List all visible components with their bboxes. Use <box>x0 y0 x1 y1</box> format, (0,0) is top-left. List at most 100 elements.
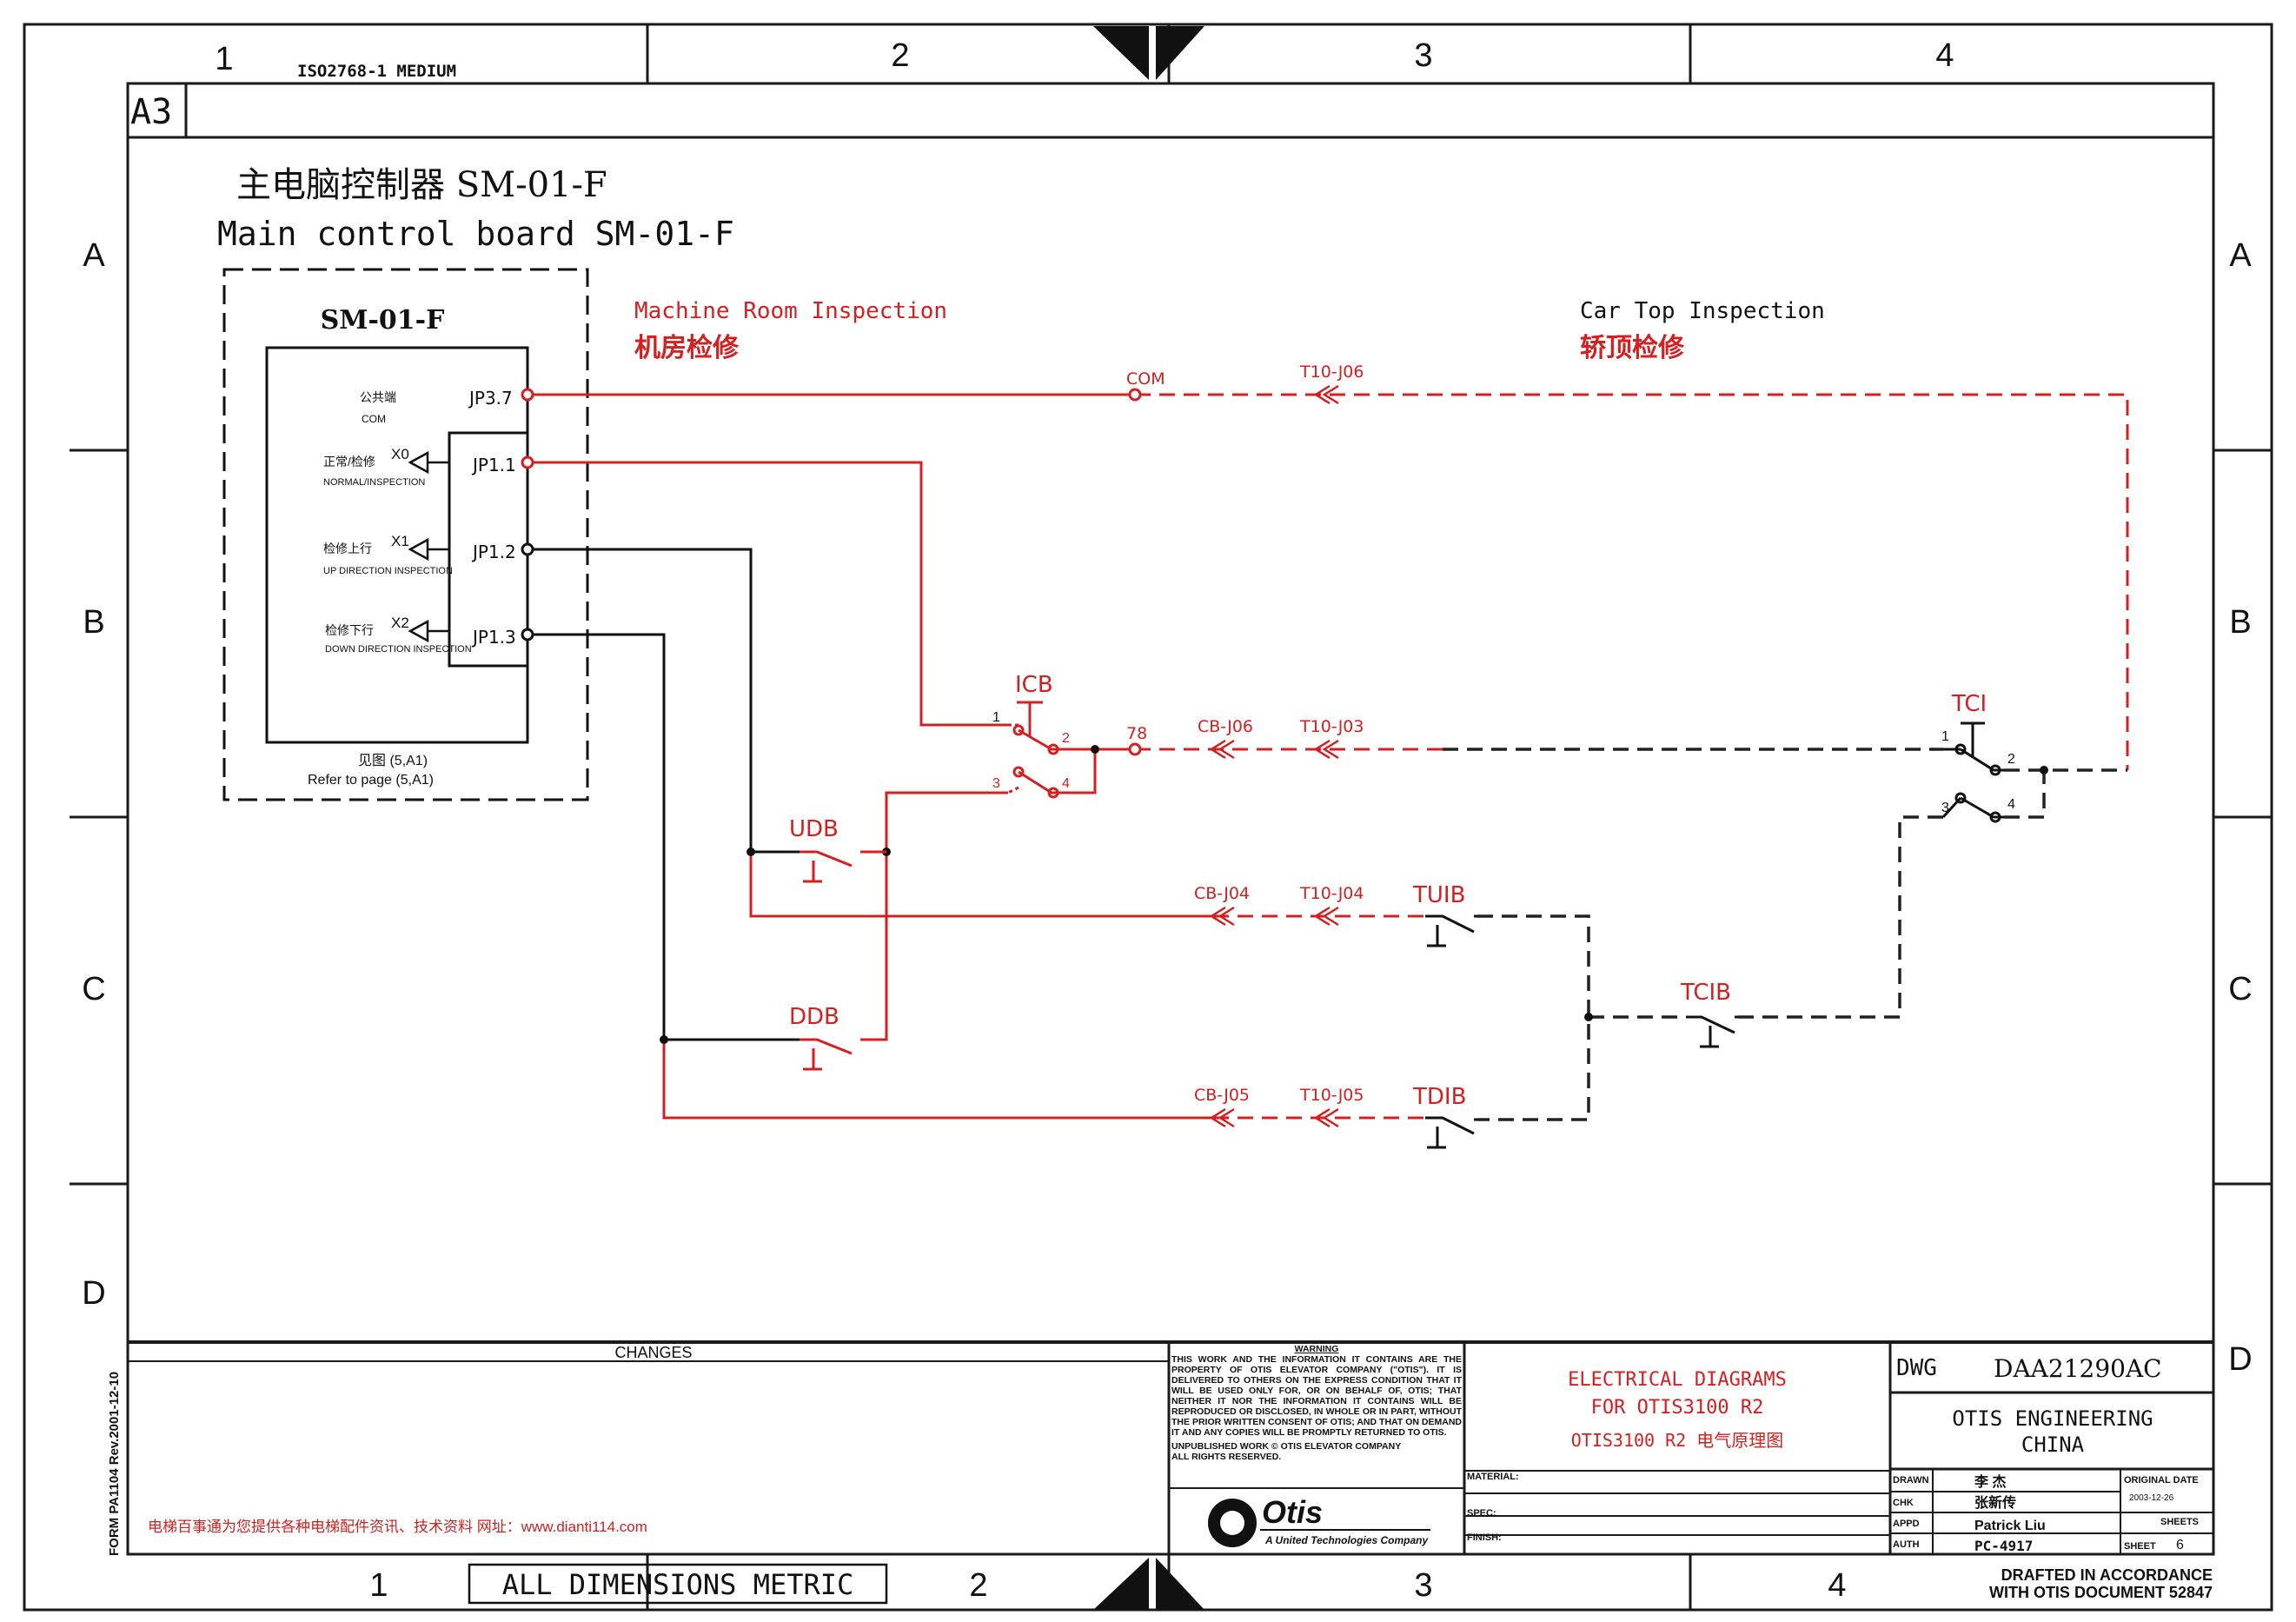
chk-label: CHK <box>1893 1498 1914 1508</box>
material-label: MATERIAL: <box>1467 1472 1519 1482</box>
jp1-2-to-tuib-wire <box>749 852 1213 918</box>
udb-button: UDB <box>789 816 886 883</box>
drawn-label: DRAWN <box>1893 1475 1929 1486</box>
terminal-com <box>1128 388 1142 402</box>
label-cb-j04: CB-J04 <box>1194 884 1250 903</box>
sheets-label: SHEETS <box>2160 1517 2199 1527</box>
icb-label: ICB <box>1015 672 1053 698</box>
finish-label: FINISH: <box>1467 1532 1502 1543</box>
plug-t10-j04 <box>1313 906 1339 927</box>
plug-cb-j05 <box>1209 1107 1235 1128</box>
diagram-title-line1: ELECTRICAL DIAGRAMS <box>1568 1369 1787 1391</box>
tci-contact-2: 2 <box>2007 752 2015 767</box>
plug-t10-j03 <box>1313 739 1339 760</box>
input-marker-x1 <box>408 537 449 562</box>
dwg-number: DAA21290AC <box>1994 1354 2162 1383</box>
changes-header: CHANGES <box>614 1344 692 1361</box>
pin-x0-signal: X0 <box>391 446 409 462</box>
main-board-block: 主电脑控制器 SM-01-F Main control board SM-01-… <box>217 165 734 801</box>
input-marker-x2 <box>408 619 449 643</box>
tdib-label: TDIB <box>1412 1084 1466 1110</box>
terminal-78 <box>1128 742 1142 756</box>
zone-row-left-A: A <box>83 237 105 274</box>
auth-label: AUTH <box>1893 1539 1920 1550</box>
zone-col-bottom-3: 3 <box>1414 1567 1432 1604</box>
tolerance-note: ISO2768-1 MEDIUM <box>297 62 456 81</box>
tci-contact-1: 1 <box>1941 729 1949 744</box>
rights-reserved: ALL RIGHTS RESERVED. <box>1171 1452 1282 1462</box>
udb-label: UDB <box>789 816 839 842</box>
otis-logo: Otis A United Technologies Company <box>1208 1494 1430 1547</box>
watermark-note: 电梯百事通为您提供各种电梯配件资讯、技术资料 网址：www.dianti114.… <box>148 1519 647 1535</box>
otis-logo-text: Otis <box>1262 1494 1323 1530</box>
icb-contact-3: 3 <box>992 776 1000 791</box>
zone-row-right-A: A <box>2229 237 2252 274</box>
zone-row-left-B: B <box>83 604 104 641</box>
ddb-button: DDB <box>789 1004 886 1071</box>
tci-contact-3: 3 <box>1941 801 1949 815</box>
unpublished-work: UNPUBLISHED WORK © OTIS ELEVATOR COMPANY <box>1171 1441 1402 1452</box>
pin-jp1-2-label: JP1.2 <box>471 542 516 562</box>
com-wire-dashed <box>1135 393 2129 770</box>
pin-x1-desc-cn: 检修上行 <box>323 542 372 555</box>
pin-x2-desc-en: DOWN DIRECTION INSPECTION <box>325 644 472 655</box>
pin-jp3-7-label: JP3.7 <box>468 388 513 409</box>
tuib-button: TUIB <box>1412 882 1477 947</box>
tci-switch: TCI 1 2 3 4 <box>1941 691 2015 823</box>
dwg-label: DWG <box>1896 1355 1937 1381</box>
zone-row-left-D: D <box>82 1275 105 1312</box>
udb-ddb-bus <box>860 852 888 1041</box>
diagram-title-line3: OTIS3100 R2 电气原理图 <box>1571 1430 1784 1451</box>
bottom-centering-mark-right <box>1156 1558 1204 1610</box>
drafted-note-line1: DRAFTED IN ACCORDANCE <box>2001 1566 2213 1584</box>
icb-switch: ICB 1 2 3 4 <box>992 672 1070 799</box>
tuib-plunger <box>1427 925 1446 947</box>
terminal-jp3-7 <box>521 388 534 402</box>
chk-value: 张新传 <box>1974 1494 2016 1511</box>
tdib-button: TDIB <box>1412 1084 1477 1149</box>
zone-row-left-C: C <box>82 971 105 1007</box>
icb-lower-wire <box>1067 749 1097 794</box>
car-top-heading-en: Car Top Inspection <box>1580 298 1825 324</box>
label-t10-j03: T10-J03 <box>1299 717 1364 736</box>
drawing-frame <box>23 23 2273 1612</box>
drafted-note-line2: WITH OTIS DOCUMENT 52847 <box>1989 1584 2213 1601</box>
pin-x2-signal: X2 <box>391 615 409 631</box>
pin-jp1-3-label: JP1.3 <box>471 627 516 648</box>
udb-contact <box>800 850 886 868</box>
jp1-3-to-tdib-wire <box>662 1040 1213 1120</box>
zone-col-bottom-4: 4 <box>1828 1567 1846 1604</box>
company-line1: OTIS ENGINEERING <box>1952 1406 2153 1431</box>
wiring <box>521 388 2129 1121</box>
jp1-3-wire <box>528 633 800 1041</box>
label-t10-j05: T10-J05 <box>1299 1086 1364 1105</box>
pin-com-desc-cn: 公共端 <box>360 390 396 404</box>
sheet-label: SHEET <box>2124 1541 2156 1552</box>
pin-x1-signal: X1 <box>391 533 409 549</box>
udb-plunger <box>803 861 822 883</box>
sheet-size-label: A3 <box>130 92 172 132</box>
label-t10-j06: T10-J06 <box>1299 362 1364 382</box>
pin-x0-desc-cn: 正常/检修 <box>323 455 375 469</box>
board-refer-cn: 见图 (5,A1) <box>358 754 428 768</box>
label-cb-j05: CB-J05 <box>1194 1086 1250 1105</box>
icb-blade-upper <box>1018 728 1067 751</box>
company-line2: CHINA <box>2021 1433 2085 1457</box>
tcib-button: TCIB <box>1680 980 1738 1048</box>
ddb-contact <box>800 1038 886 1055</box>
label-t10-j04: T10-J04 <box>1299 884 1364 903</box>
label-com: COM <box>1126 369 1165 389</box>
diagram-title-line2: FOR OTIS3100 R2 <box>1591 1397 1764 1419</box>
zone-col-top-1: 1 <box>215 41 233 77</box>
machine-room-heading-cn: 机房检修 <box>634 333 740 363</box>
board-refer-en: Refer to page (5,A1) <box>308 773 434 788</box>
car-top-heading-cn: 轿顶检修 <box>1580 333 1685 363</box>
tci-blade-upper <box>1960 748 2004 772</box>
ddb-plunger <box>803 1048 822 1071</box>
ddb-label: DDB <box>789 1004 839 1030</box>
icb-blade-lower <box>1018 770 1067 794</box>
tdib-contact <box>1425 1116 1477 1135</box>
tcib-contact <box>1686 1015 1738 1034</box>
tcib-label: TCIB <box>1680 980 1731 1006</box>
original-date-value: 2003-12-26 <box>2129 1493 2174 1503</box>
